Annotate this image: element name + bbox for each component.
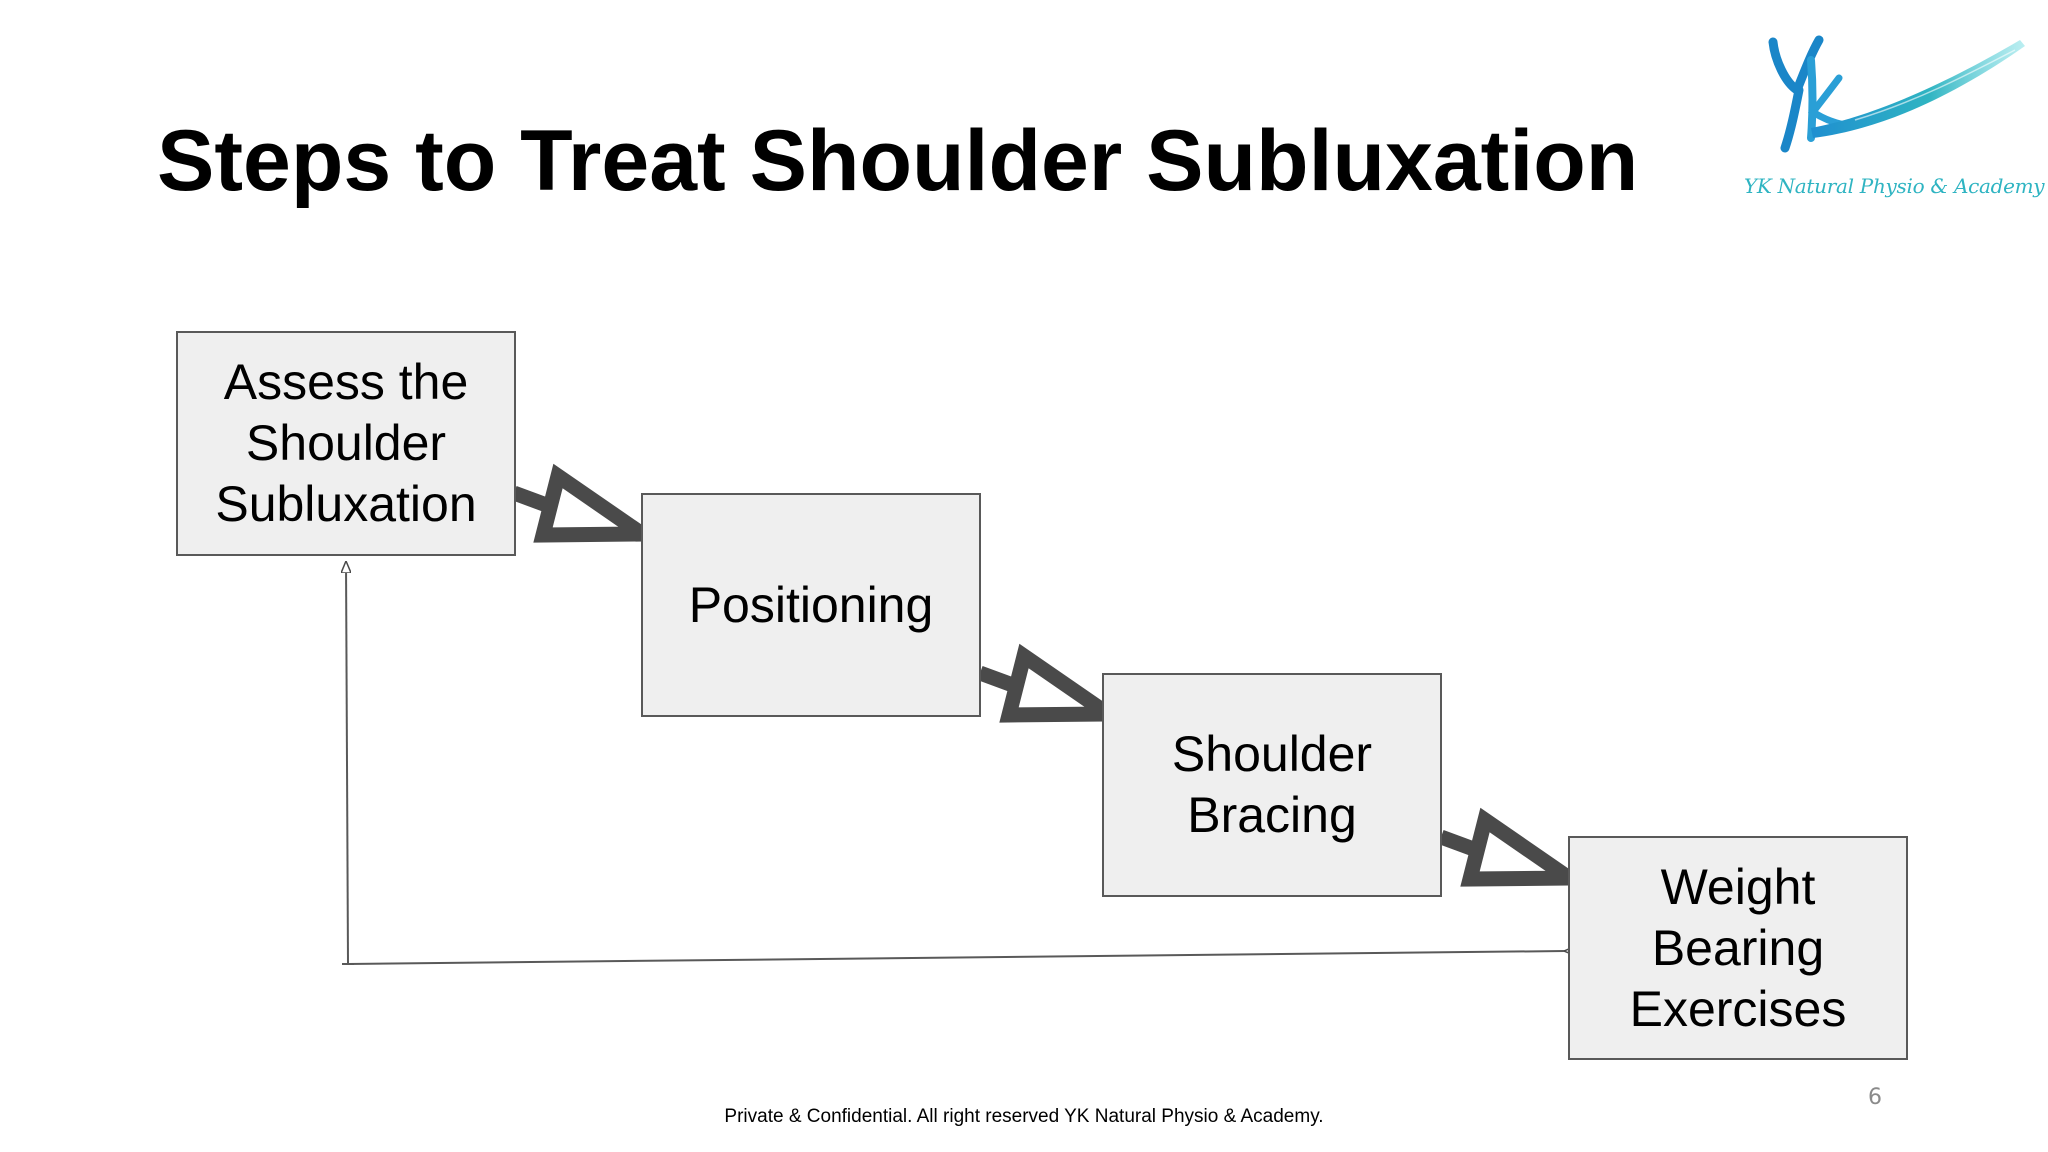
step-box-bracing: Shoulder Bracing — [1102, 673, 1442, 897]
arrow-step2-to-step3 — [977, 643, 1132, 723]
logo-monogram — [1768, 35, 2025, 153]
page-number: 6 — [1868, 1085, 1882, 1110]
logo — [1768, 35, 2025, 153]
footer-notice: Private & Confidential. All right reserv… — [724, 1106, 1324, 1127]
step-label-assess: Assess the Shoulder Subluxation — [215, 354, 477, 532]
step-label-positioning: Positioning — [688, 576, 934, 633]
step-box-weight-bearing: Weight Bearing Exercises — [1568, 836, 1908, 1060]
step-label-bracing: Shoulder Bracing — [1171, 726, 1373, 843]
arrow-step1-to-step2 — [511, 463, 666, 543]
step-box-assess: Assess the Shoulder Subluxation — [176, 331, 516, 556]
arrow-step3-to-step4 — [1438, 807, 1593, 887]
slide-title: Steps to Treat Shoulder Subluxation — [157, 113, 1639, 209]
logo-tagline: YK Natural Physio & Academy — [1744, 174, 2045, 198]
step-box-positioning: Positioning — [641, 493, 981, 717]
step-label-weight-bearing: Weight Bearing Exercises — [1629, 858, 1847, 1037]
feedback-loop-connector — [342, 562, 1565, 965]
